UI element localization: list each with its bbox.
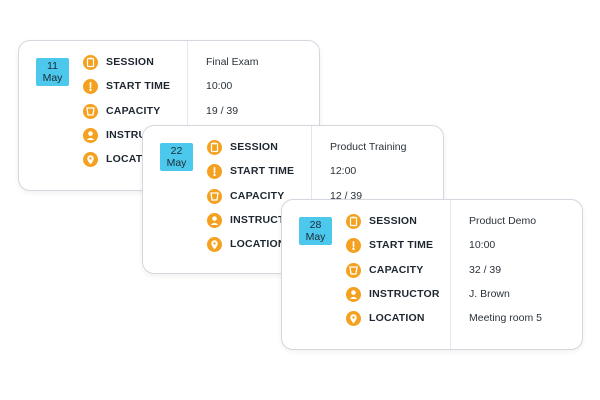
group-icon [207, 189, 222, 204]
start-time-row: START TIME 10:00 [19, 78, 319, 96]
instructor-value: J. Brown [469, 288, 510, 300]
column-divider [450, 200, 451, 349]
group-icon [83, 104, 98, 119]
capacity-value: 19 / 39 [206, 105, 239, 117]
session-row: SESSION Final Exam [19, 54, 319, 72]
location-label: LOCATION [230, 238, 286, 250]
session-label: SESSION [106, 56, 155, 68]
date-month: May [42, 72, 63, 84]
date-badge: 28 May [299, 217, 332, 245]
start-time-label: START TIME [369, 239, 434, 251]
clock-icon [83, 79, 98, 94]
date-day: 22 [170, 145, 183, 157]
session-label: SESSION [230, 141, 279, 153]
location-value: Meeting room 5 [469, 312, 542, 324]
capacity-label: CAPACITY [106, 105, 161, 117]
capacity-label: CAPACITY [230, 190, 285, 202]
start-time-row: START TIME 12:00 [143, 163, 443, 181]
map-pin-icon [83, 152, 98, 167]
user-icon [207, 213, 222, 228]
date-month: May [166, 157, 187, 169]
date-day: 11 [47, 60, 58, 72]
session-value: Final Exam [206, 56, 259, 68]
clock-icon [207, 164, 222, 179]
clipboard-icon [207, 140, 222, 155]
location-row: LOCATION Meeting room 5 [282, 310, 582, 328]
capacity-label: CAPACITY [369, 264, 424, 276]
start-time-value: 12:00 [330, 165, 357, 177]
user-icon [346, 287, 361, 302]
clock-icon [346, 238, 361, 253]
instructor-label: INSTRUCTOR [369, 288, 440, 300]
date-month: May [305, 231, 326, 243]
session-card[interactable]: 28 May SESSION Product Demo START TIME 1… [281, 199, 583, 350]
start-time-value: 10:00 [469, 239, 496, 251]
start-time-row: START TIME 10:00 [282, 237, 582, 255]
date-badge: 11 May [36, 58, 69, 86]
user-icon [83, 128, 98, 143]
group-icon [346, 263, 361, 278]
capacity-value: 32 / 39 [469, 264, 502, 276]
session-row: SESSION Product Demo [282, 213, 582, 231]
column-divider [187, 41, 188, 190]
session-value: Product Demo [469, 215, 537, 227]
session-label: SESSION [369, 215, 418, 227]
start-time-label: START TIME [230, 165, 295, 177]
start-time-value: 10:00 [206, 80, 233, 92]
session-value: Product Training [330, 141, 407, 153]
start-time-label: START TIME [106, 80, 171, 92]
instructor-row: INSTRUCTOR J. Brown [282, 286, 582, 304]
capacity-row: CAPACITY 19 / 39 [19, 103, 319, 121]
map-pin-icon [346, 311, 361, 326]
clipboard-icon [346, 214, 361, 229]
map-pin-icon [207, 237, 222, 252]
capacity-row: CAPACITY 32 / 39 [282, 262, 582, 280]
location-row: LOCATION [143, 236, 443, 254]
date-badge: 22 May [160, 143, 193, 171]
clipboard-icon [83, 55, 98, 70]
session-row: SESSION Product Training [143, 139, 443, 157]
location-label: LOCATION [369, 312, 425, 324]
date-day: 28 [309, 219, 322, 231]
